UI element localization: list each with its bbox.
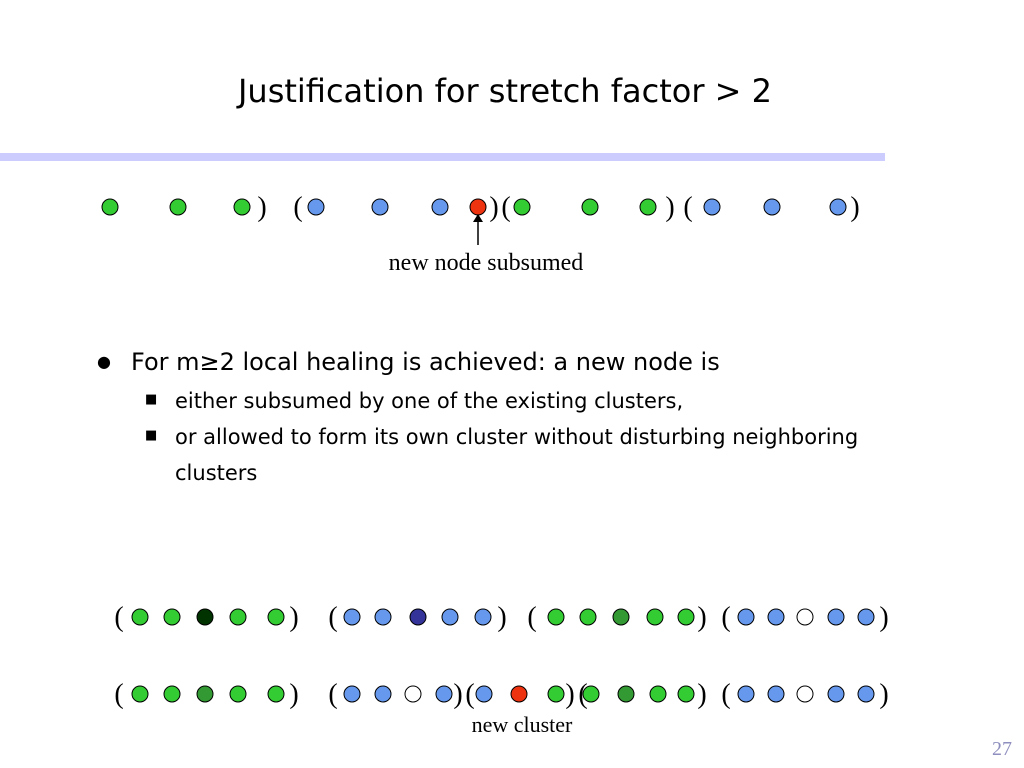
annotation-new-cluster: new cluster [472,712,573,737]
open-paren: ( [328,679,337,710]
slide-title: Justification for stretch factor > 2 [237,72,773,110]
node-blue [829,198,847,216]
node-blue [857,685,875,703]
node-mid-green [612,608,630,626]
open-paren: ( [293,192,302,223]
node-green [163,608,181,626]
node-green [677,608,695,626]
node-blue [474,608,492,626]
node-blue [767,608,785,626]
node-red [469,198,487,216]
node-blue [343,608,361,626]
close-paren: ) [697,602,706,633]
sub-bullet-text: either subsumed by one of the existing c… [175,389,684,413]
bottom-cluster-row-1: () () () () [114,602,888,633]
node-dark-green [196,608,214,626]
node-blue [374,608,392,626]
node-empty [404,685,422,703]
node-blue [827,608,845,626]
node-blue [374,685,392,703]
node-green [267,685,285,703]
node-green [229,608,247,626]
node-blue [857,608,875,626]
bullet-list: ● For m≥2 local healing is achieved: a n… [95,345,915,491]
node-blue [767,685,785,703]
square-bullet-icon: ■ [145,392,158,407]
node-green [639,198,657,216]
node-green [163,685,181,703]
node-blue [763,198,781,216]
close-paren: ) [489,192,498,223]
close-paren: ) [289,679,298,710]
annotation-arrow-head [473,214,483,222]
open-paren: ( [501,192,510,223]
node-empty [796,608,814,626]
sub-bullet-text: or allowed to form its own cluster witho… [175,425,859,485]
node-green [131,608,149,626]
close-paren: ) [257,192,266,223]
node-green [229,685,247,703]
close-paren: ) [879,679,888,710]
node-green [579,608,597,626]
node-blue [475,685,493,703]
page-number: 27 [992,738,1012,760]
node-blue [371,198,389,216]
close-paren: ) [879,602,888,633]
close-paren: ) [565,679,574,710]
node-navy [409,608,427,626]
close-paren: ) [497,602,506,633]
node-blue [703,198,721,216]
close-paren: ) [665,192,674,223]
bullet-text: For m≥2 local healing is achieved: a new… [131,348,720,376]
node-green [547,685,565,703]
open-paren: ( [114,602,123,633]
open-paren: ( [721,602,730,633]
open-paren: ( [328,602,337,633]
node-green [101,198,119,216]
node-blue [431,198,449,216]
node-blue [737,685,755,703]
open-paren: ( [721,679,730,710]
close-paren: ) [850,192,859,223]
square-bullet-icon: ■ [145,428,158,443]
title-underline-bar [0,153,885,161]
open-paren: ( [465,679,474,710]
bullet-dot-icon: ● [97,352,111,371]
open-paren: ( [527,602,536,633]
node-blue [827,685,845,703]
node-mid-green [617,685,635,703]
node-green [233,198,251,216]
node-green [169,198,187,216]
node-green [646,608,664,626]
open-paren: ( [114,679,123,710]
node-green [131,685,149,703]
node-blue [737,608,755,626]
sub-bullet-item: ■ either subsumed by one of the existing… [95,383,915,419]
node-mid-green [196,685,214,703]
node-blue [435,685,453,703]
bullet-item: ● For m≥2 local healing is achieved: a n… [95,345,915,379]
node-blue [307,198,325,216]
node-green [582,685,600,703]
node-blue [343,685,361,703]
node-green [267,608,285,626]
open-paren: ( [683,192,692,223]
close-paren: ) [697,679,706,710]
bottom-cluster-row-2: ()()()()() [114,679,888,710]
annotation-new-node-subsumed: new node subsumed [389,250,584,276]
node-green [677,685,695,703]
close-paren: ) [289,602,298,633]
node-green [649,685,667,703]
node-red [510,685,528,703]
node-green [581,198,599,216]
node-blue [441,608,459,626]
top-cluster-row: )()()() [101,192,860,223]
sub-bullet-item: ■ or allowed to form its own cluster wit… [95,419,915,491]
node-green [547,608,565,626]
node-empty [796,685,814,703]
close-paren: ) [453,679,462,710]
node-green [513,198,531,216]
